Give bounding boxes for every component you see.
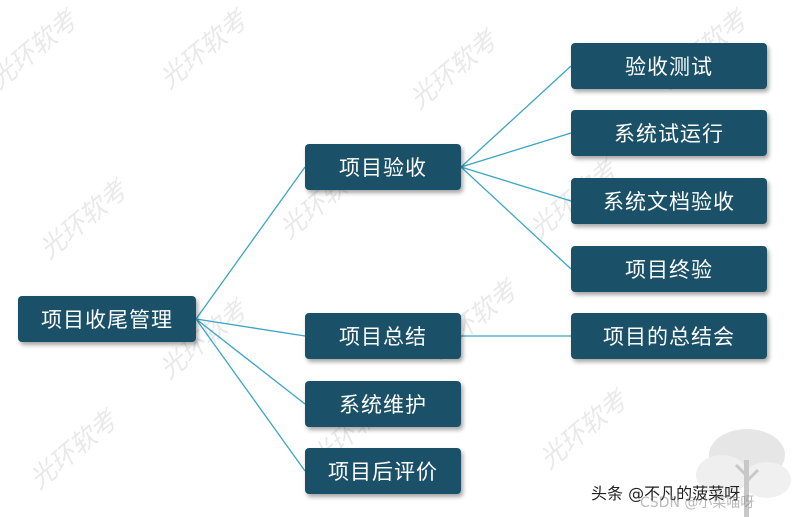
- connector-project-closure-to-project-summary: [196, 319, 305, 336]
- csdn-watermark: CSDN @小菜喵呀: [640, 492, 754, 512]
- node-acceptance-test: 验收测试: [571, 43, 767, 89]
- connector-project-closure-to-system-maintenance: [196, 319, 305, 404]
- connector-project-acceptance-to-final-acceptance: [461, 167, 571, 269]
- node-system-trial-run: 系统试运行: [571, 110, 767, 156]
- node-summary-meeting: 项目的总结会: [571, 313, 767, 359]
- node-project-closure: 项目收尾管理: [18, 296, 196, 342]
- connector-project-acceptance-to-system-trial-run: [461, 133, 571, 167]
- node-system-maintenance: 系统维护: [305, 381, 461, 427]
- connector-project-acceptance-to-acceptance-test: [461, 66, 571, 167]
- node-project-acceptance: 项目验收: [305, 144, 461, 190]
- node-project-summary: 项目总结: [305, 313, 461, 359]
- node-final-acceptance: 项目终验: [571, 246, 767, 292]
- connector-project-acceptance-to-system-document-acceptance: [461, 167, 571, 201]
- node-post-evaluation: 项目后评价: [305, 448, 461, 494]
- node-system-document-acceptance: 系统文档验收: [571, 178, 767, 224]
- connector-project-closure-to-project-acceptance: [196, 167, 305, 319]
- connector-project-closure-to-post-evaluation: [196, 319, 305, 471]
